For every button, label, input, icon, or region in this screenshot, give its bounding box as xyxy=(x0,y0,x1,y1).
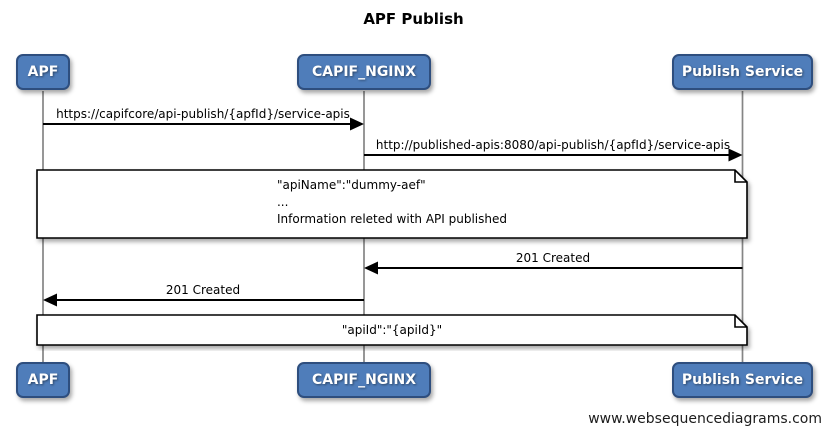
note-2-text: "apiId":"{apiId}" xyxy=(37,322,747,339)
message-label-4: 201 Created xyxy=(165,283,241,297)
note-1-shape xyxy=(36,169,748,239)
actor-publish-service-top: Publish Service xyxy=(672,54,813,90)
arrowhead-left-icon xyxy=(364,261,378,275)
actor-apf-top: APF xyxy=(16,54,70,90)
message-arrow-3 xyxy=(364,261,743,275)
note-fold-icon xyxy=(734,170,747,183)
actor-publish-service-label: Publish Service xyxy=(681,64,804,80)
arrowhead-right-icon xyxy=(728,148,743,162)
message-label-1: https://capifcore/api-publish/{apfId}/se… xyxy=(56,107,350,121)
message-label-3: 201 Created xyxy=(515,251,591,265)
message-arrow-4 xyxy=(43,293,364,307)
note-1-line-2: ... xyxy=(276,195,289,209)
message-arrow-2 xyxy=(364,148,743,162)
note-1-line-3: Information releted with API published xyxy=(276,212,507,226)
arrowhead-left-icon xyxy=(43,293,57,307)
actor-apf-bottom: APF xyxy=(16,362,70,398)
arrowhead-right-icon xyxy=(350,117,364,131)
message-label-2: http://published-apis:8080/api-publish/{… xyxy=(375,138,731,152)
note-fold-icon xyxy=(734,315,747,328)
actor-capif-nginx-label: CAPIF_NGINX xyxy=(311,372,417,388)
note-2-line-1: "apiId":"{apiId}" xyxy=(341,323,443,337)
watermark: www.websequencediagrams.com xyxy=(588,411,822,427)
actor-capif-nginx-label: CAPIF_NGINX xyxy=(311,64,417,80)
actor-publish-service-label: Publish Service xyxy=(681,372,804,388)
actor-capif-nginx-bottom: CAPIF_NGINX xyxy=(297,362,431,398)
actor-apf-label: APF xyxy=(27,64,59,80)
note-2-shape xyxy=(36,314,748,346)
note-1-text: "apiName":"dummy-aef" ... Information re… xyxy=(37,177,747,228)
message-arrow-1 xyxy=(43,117,364,131)
note-1-line-1: "apiName":"dummy-aef" xyxy=(276,178,426,192)
actor-publish-service-bottom: Publish Service xyxy=(672,362,813,398)
actor-capif-nginx-top: CAPIF_NGINX xyxy=(297,54,431,90)
diagram-title: APF Publish xyxy=(363,10,464,28)
actor-apf-label: APF xyxy=(27,372,59,388)
